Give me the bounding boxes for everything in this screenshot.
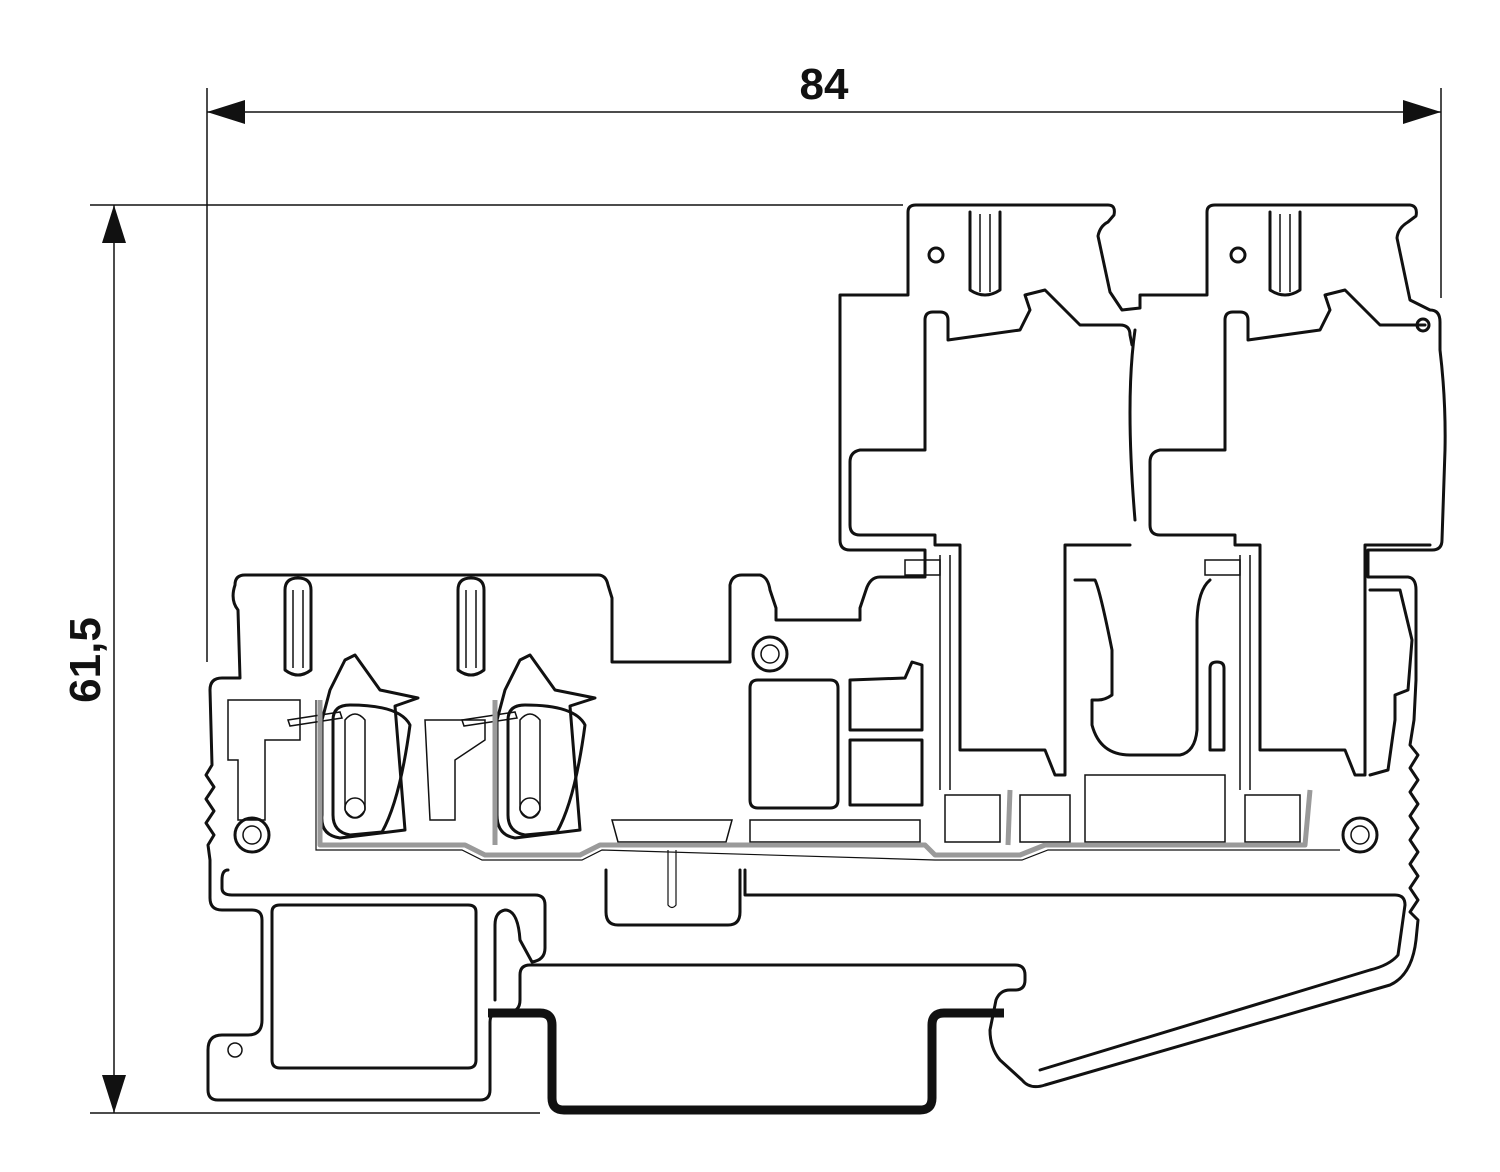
plug-left-body: [848, 318, 1132, 777]
lower-foot-hook: [220, 868, 547, 1002]
plug-left: [848, 210, 1134, 790]
bus-bar-branch-3: [1005, 789, 1013, 846]
middle-slot: [1208, 660, 1226, 752]
hole-center: [751, 635, 789, 673]
clamp-keyhole-circle-right: [519, 797, 541, 819]
plug-left-latch: [923, 288, 1134, 347]
slot-left-2: [456, 576, 486, 677]
plug-right-body: [1148, 318, 1432, 777]
center-block-large: [748, 678, 840, 810]
din-rail: [488, 1008, 1004, 1115]
clamp-body-right: [495, 653, 597, 840]
clamp-body-left: [320, 653, 420, 840]
hole-right: [1341, 816, 1379, 854]
spring-clamp-left: [283, 576, 420, 840]
clamp-keyhole-left: [344, 713, 366, 819]
width-dimension-label: 84: [800, 60, 849, 109]
center-block-base: [749, 819, 921, 843]
hole-right-inner: [1350, 825, 1370, 845]
center-component-block: [611, 660, 924, 843]
width-dimension: 84: [206, 60, 1442, 662]
compartment-4: [1244, 794, 1301, 843]
bus-bar: [315, 700, 1340, 909]
foot-notch: [227, 1042, 243, 1058]
clamp-lever-left: [287, 711, 343, 727]
left-pocket-outline: [227, 699, 301, 821]
center-plate: [611, 819, 733, 843]
clamp-spring-left: [331, 703, 412, 837]
compartment-3: [1084, 774, 1226, 843]
lower-foot-center: [604, 868, 742, 927]
spring-clamp-right: [456, 576, 597, 840]
height-dimension-label: 61,5: [61, 617, 110, 703]
left-pocket-outline-2: [424, 719, 486, 821]
housing-outline: [204, 203, 1447, 1102]
slot-left-1: [283, 576, 313, 677]
compartment-2: [1019, 794, 1071, 843]
lower-foot-right: [743, 868, 1407, 1072]
mounting-holes: [233, 635, 1379, 854]
clamp-keyhole-right: [519, 713, 541, 819]
lower-foot-left: [270, 903, 478, 1070]
plug-right-pin-hole: [1229, 246, 1247, 264]
plug-right-slot-inner: [1279, 214, 1291, 292]
plug-left-contact-leg: [939, 555, 951, 790]
hole-left: [233, 816, 271, 854]
plug-left-slot: [968, 210, 1002, 297]
hole-center-inner: [760, 644, 780, 664]
plug-left-contact: [904, 559, 941, 576]
width-arrow-left: [207, 100, 245, 124]
bus-bar-tab: [667, 850, 677, 909]
right-side-clip: [1368, 588, 1414, 777]
plug-right-contact: [1204, 559, 1241, 576]
compartment-1: [944, 794, 1001, 843]
plug-left-pin-hole: [927, 246, 945, 264]
clamp-spring-right: [506, 703, 587, 837]
bus-bar-core: [317, 700, 1313, 858]
height-dimension: 61,5: [61, 204, 903, 1114]
middle-clip: [1073, 578, 1212, 757]
center-block-bottom: [848, 738, 924, 807]
plug-right: [1128, 210, 1432, 790]
slot-left-2-inner: [465, 590, 477, 668]
width-arrow-right: [1403, 100, 1441, 124]
plug-right-contact-leg: [1239, 555, 1251, 790]
clamp-keyhole-circle-left: [344, 797, 366, 819]
height-arrow-top: [102, 205, 126, 243]
plug-right-latch: [1223, 288, 1427, 342]
height-arrow-bottom: [102, 1075, 126, 1113]
hole-left-inner: [242, 825, 262, 845]
plug-right-slot: [1268, 210, 1302, 297]
plug-separator: [1128, 328, 1137, 522]
center-block-top: [848, 660, 924, 732]
bus-bar-edge: [315, 700, 1340, 861]
plug-left-slot-inner: [979, 214, 991, 292]
slot-left-1-inner: [292, 590, 304, 668]
